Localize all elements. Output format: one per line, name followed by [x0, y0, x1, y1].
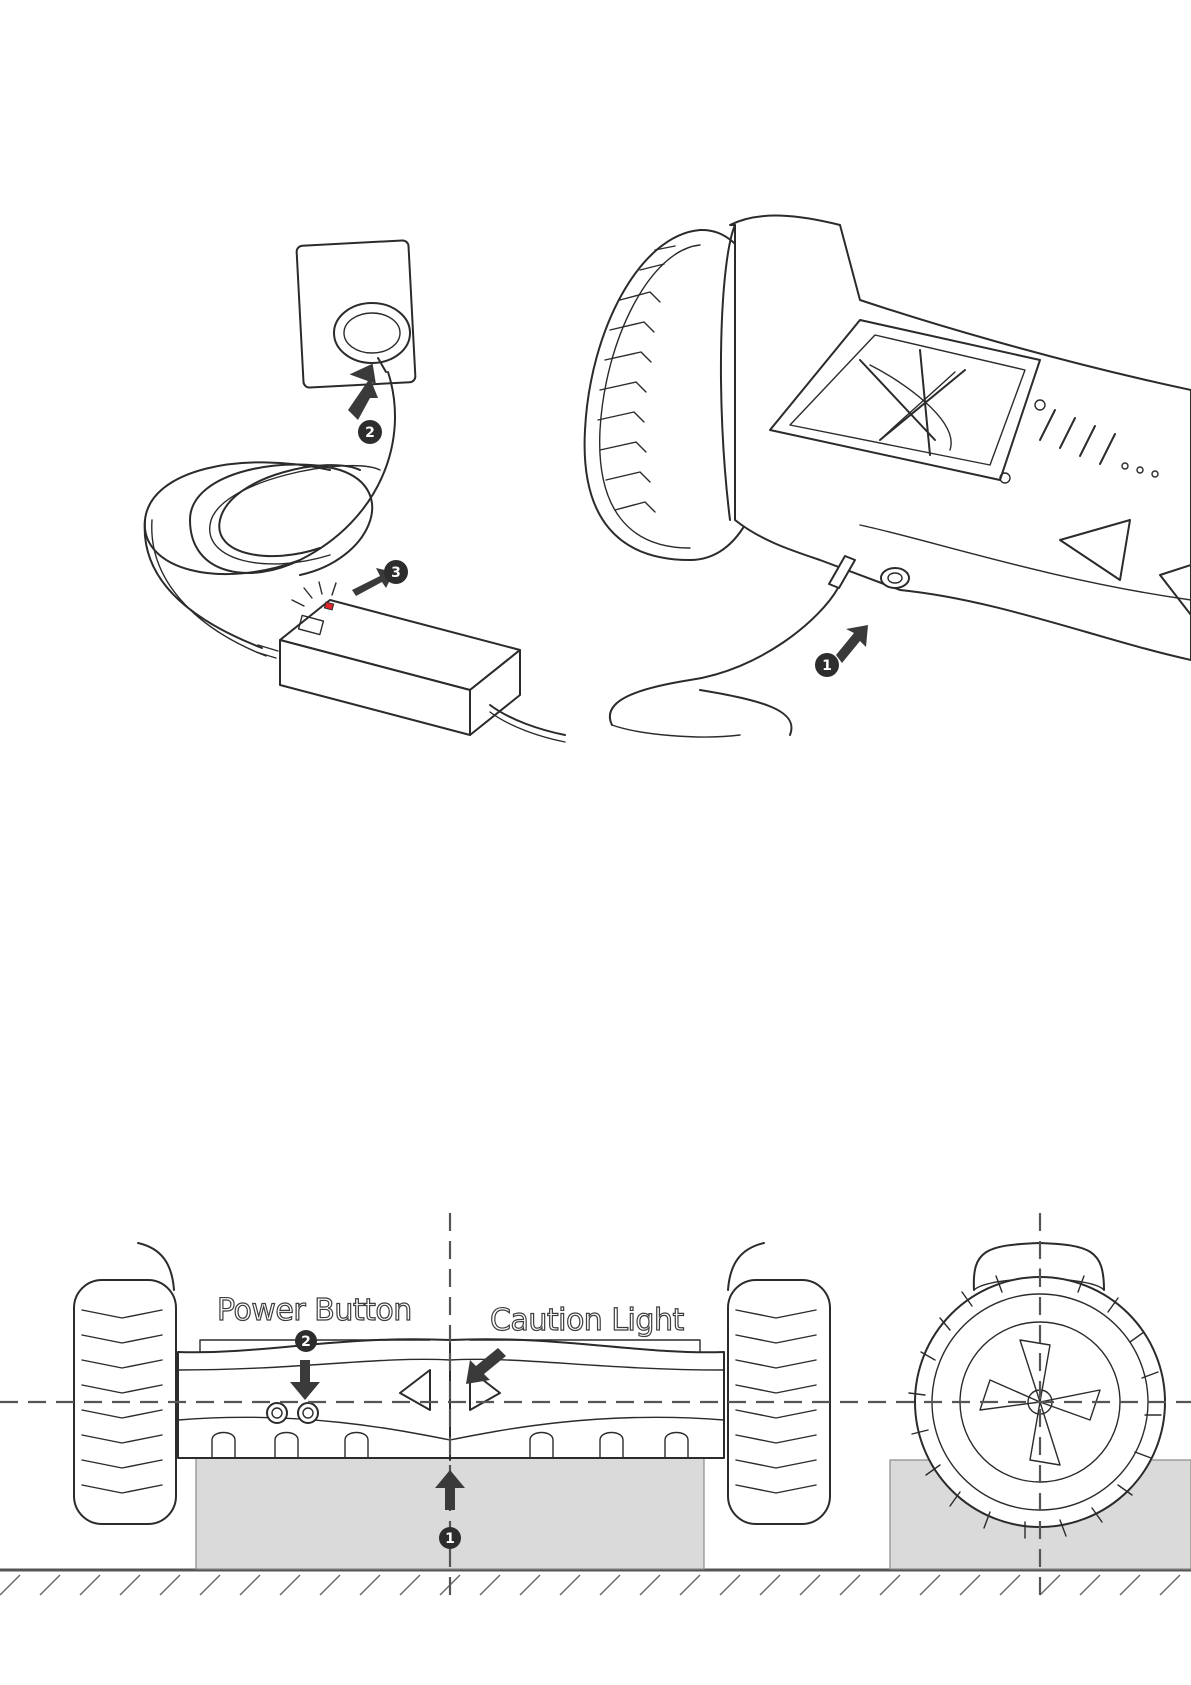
charger-adapter-icon	[256, 582, 565, 742]
svg-text:2: 2	[301, 1334, 311, 1350]
ground-line	[0, 1570, 1191, 1595]
svg-text:2: 2	[365, 425, 375, 441]
arrow-icon	[836, 625, 868, 663]
step-2-badge: 2	[358, 420, 382, 444]
step-2-badge: 2	[295, 1330, 317, 1352]
step-3-badge: 3	[384, 560, 408, 584]
step-1-badge: 1	[815, 653, 839, 677]
hoverboard-icon	[585, 216, 1191, 737]
power-button-label: Power Button	[217, 1293, 412, 1328]
wall-socket-icon	[296, 240, 415, 388]
step-1-badge: 1	[439, 1527, 461, 1549]
svg-text:3: 3	[391, 565, 401, 581]
caution-light-label: Caution Light	[490, 1303, 684, 1338]
svg-text:1: 1	[445, 1531, 455, 1547]
svg-text:1: 1	[822, 658, 832, 674]
